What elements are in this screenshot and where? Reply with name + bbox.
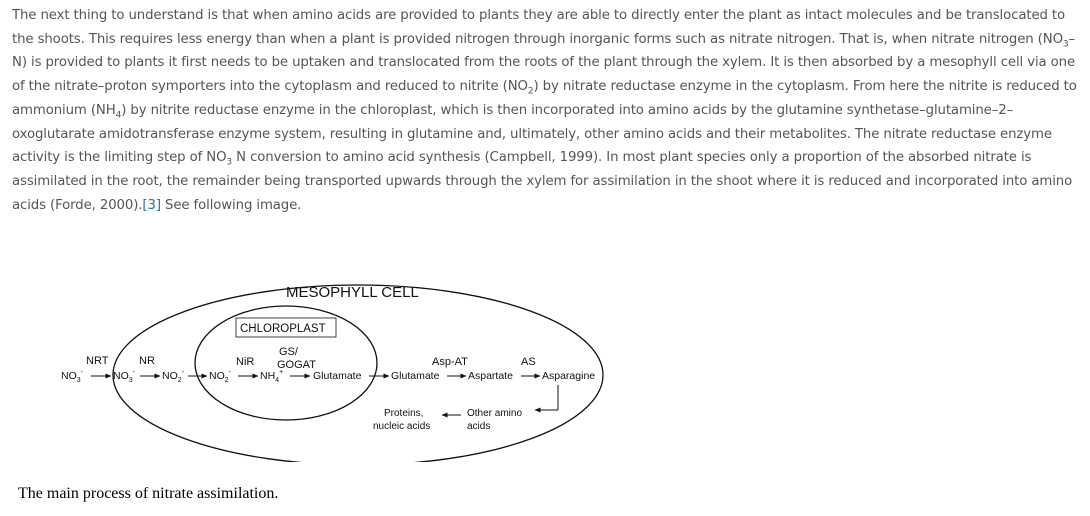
paragraph-text: –N) is provided to plants it first needs… <box>12 31 1076 95</box>
nir-label: NiR <box>236 356 254 368</box>
mesophyll-cell-title: MESOPHYLL CELL <box>286 284 419 301</box>
gs-label: GS/ <box>279 346 299 358</box>
subscript: 2 <box>527 86 534 97</box>
other-amino-acids-label: Other amino <box>467 408 522 419</box>
paragraph-text: The next thing to understand is that whe… <box>12 8 1066 47</box>
ammonium: NH4+ <box>260 369 283 384</box>
nrt-label: NRT <box>86 355 109 367</box>
article-paragraph: The next thing to understand is that whe… <box>12 4 1082 217</box>
glutamate-cytoplasm: Glutamate <box>391 370 440 382</box>
reference-link[interactable]: [3] <box>142 197 161 213</box>
asp-at-label: Asp-AT <box>432 356 468 368</box>
other-amino-acids-label-2: acids <box>467 421 490 432</box>
chloroplast-title: CHLOROPLAST <box>240 323 326 335</box>
as-label: AS <box>521 356 536 368</box>
nucleic-acids-label: nucleic acids <box>373 421 430 432</box>
subscript: 3 <box>226 157 233 168</box>
aspartate: Aspartate <box>468 370 513 382</box>
chloroplast-label-box <box>235 317 337 338</box>
asparagine: Asparagine <box>542 370 595 382</box>
chloroplast-outline <box>194 305 378 421</box>
nr-label: NR <box>139 355 155 367</box>
nitrate-outside: NO3- <box>61 369 84 384</box>
nitrate-cytoplasm: NO3- <box>113 369 136 384</box>
nitrite-chloroplast: NO2- <box>209 369 232 384</box>
paragraph-text: N conversion to amino acid synthesis (Ca… <box>12 150 1073 213</box>
figure-caption: The main process of nitrate assimilation… <box>18 485 279 502</box>
subscript: 4 <box>115 110 122 121</box>
glutamate-chloroplast: Glutamate <box>313 370 362 382</box>
paragraph-text: ) by nitrate reductase enzyme in the cyt… <box>12 79 1077 118</box>
proteins-label: Proteins, <box>384 408 423 419</box>
mesophyll-cell-outline <box>112 284 604 462</box>
gogat-label: GOGAT <box>277 359 316 371</box>
paragraph-text: See following image. <box>160 197 302 213</box>
paragraph-text: ) by nitrite reductase enzyme in the chl… <box>12 102 1052 166</box>
subscript: 3 <box>1062 39 1069 50</box>
nitrite-cytoplasm: NO2- <box>162 369 185 384</box>
nitrate-assimilation-diagram: MESOPHYLL CELL CHLOROPLAST NRT NR NiR GS… <box>0 262 620 462</box>
